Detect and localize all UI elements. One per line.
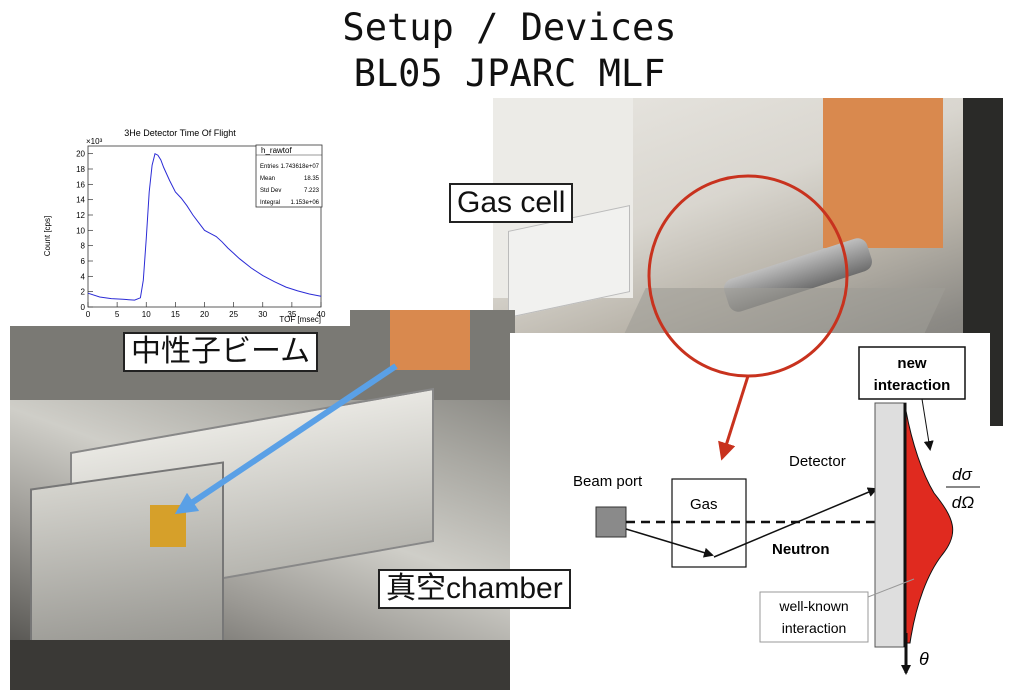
stats-key: Std Dev bbox=[260, 188, 281, 194]
x-tick-label: 10 bbox=[142, 310, 151, 319]
histogram-x-label: TOF [msec] bbox=[279, 315, 321, 324]
x-tick-label: 5 bbox=[115, 310, 120, 319]
vacuum-chamber-label: 真空chamber bbox=[378, 569, 571, 609]
beam-port-block bbox=[595, 506, 627, 538]
stats-value: 1.743618e+07 bbox=[280, 164, 319, 170]
slide-title-line1: Setup / Devices bbox=[342, 6, 677, 49]
tof-histogram: 3He Detector Time Of Flight ×10³ Count [… bbox=[10, 98, 350, 326]
stats-box bbox=[255, 144, 323, 208]
x-tick-label: 40 bbox=[317, 310, 326, 319]
stats-key: Integral bbox=[260, 200, 280, 206]
well-known-box bbox=[759, 591, 869, 643]
orange-panel bbox=[390, 310, 470, 370]
neutron-beam-label: 中性子ビーム bbox=[123, 332, 319, 372]
x-tick-label: 0 bbox=[86, 310, 91, 319]
tof-histogram-svg: 3He Detector Time Of Flight ×10³ Count [… bbox=[43, 128, 326, 324]
histogram-ticks: 0 5 10 15 20 25 30 35 40 0 2 4 6 8 10 12 14 16 18 20 bbox=[76, 150, 326, 319]
dsigma-numerator: dσ bbox=[952, 465, 972, 484]
gas-cell-label: Gas cell bbox=[449, 183, 574, 223]
stats-key: Mean bbox=[260, 176, 275, 182]
theta-symbol: θ bbox=[919, 649, 929, 669]
y-tick-label: 4 bbox=[81, 272, 86, 281]
cross-section-curve bbox=[905, 410, 954, 644]
well-known-line1: well-known bbox=[778, 598, 848, 614]
x-tick-label: 30 bbox=[258, 310, 267, 319]
stats-value: 7.223 bbox=[304, 188, 320, 194]
y-tick-label: 20 bbox=[76, 150, 85, 159]
stats-key: Entries bbox=[260, 164, 279, 170]
y-tick-label: 18 bbox=[76, 165, 85, 174]
y-tick-label: 6 bbox=[81, 257, 86, 266]
x-tick-label: 35 bbox=[287, 310, 296, 319]
beam-port-label: Beam port bbox=[573, 473, 643, 490]
electronics-box bbox=[150, 505, 186, 547]
y-tick-label: 8 bbox=[81, 242, 86, 251]
y-tick-label: 10 bbox=[76, 226, 85, 235]
y-tick-label: 16 bbox=[76, 180, 85, 189]
scattering-diagram: Beam port Gas Neutron Detector θ dσ dΩ n… bbox=[510, 333, 990, 690]
new-interaction-box bbox=[858, 346, 966, 400]
x-tick-label: 20 bbox=[200, 310, 209, 319]
new-interaction-line1: new bbox=[897, 355, 927, 372]
detector-label: Detector bbox=[789, 453, 846, 470]
well-known-pointer bbox=[867, 578, 915, 598]
detector-plate bbox=[874, 402, 907, 648]
x-tick-label: 15 bbox=[171, 310, 180, 319]
histogram-exponent: ×10³ bbox=[86, 137, 103, 146]
dark-floor bbox=[10, 640, 515, 690]
scattered-neutron-arrow bbox=[713, 487, 878, 558]
new-interaction-line2: interaction bbox=[874, 377, 951, 394]
x-tick-label: 25 bbox=[229, 310, 238, 319]
gas-label: Gas bbox=[690, 496, 718, 513]
histogram-title: 3He Detector Time Of Flight bbox=[124, 128, 236, 138]
stats-value: 1.153e+06 bbox=[290, 200, 319, 206]
y-tick-label: 14 bbox=[76, 196, 85, 205]
neutron-label: Neutron bbox=[772, 541, 830, 558]
slide-title-line2: BL05 JPARC MLF bbox=[353, 52, 666, 95]
well-known-line2: interaction bbox=[782, 620, 847, 636]
y-tick-label: 0 bbox=[81, 303, 86, 312]
stats-value: 18.35 bbox=[304, 176, 320, 182]
histogram-y-label: Count [cps] bbox=[43, 216, 52, 256]
y-tick-label: 2 bbox=[81, 288, 86, 297]
stats-name: h_rawtof bbox=[261, 146, 292, 155]
dsigma-denominator: dΩ bbox=[952, 493, 974, 512]
scattering-diagram-svg: Beam port Gas Neutron Detector θ dσ dΩ n… bbox=[573, 346, 980, 675]
histogram-series-line bbox=[87, 152, 322, 301]
new-interaction-pointer bbox=[921, 398, 934, 451]
incoming-neutron-arrow bbox=[625, 528, 714, 558]
y-tick-label: 12 bbox=[76, 211, 85, 220]
orange-panel bbox=[823, 98, 943, 248]
